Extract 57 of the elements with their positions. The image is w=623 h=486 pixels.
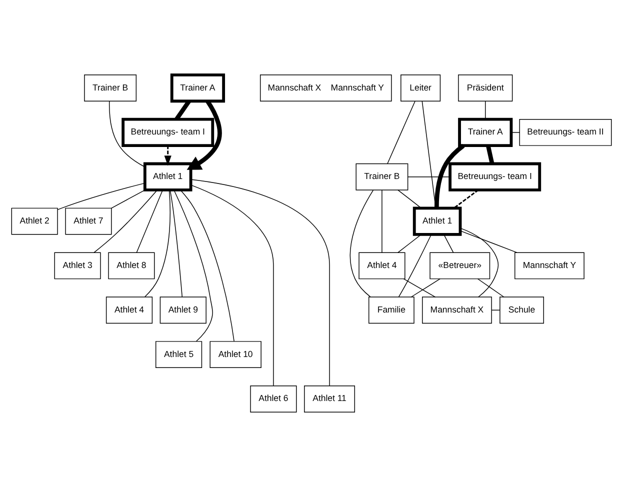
connector [190, 178, 330, 386]
node-box: «Betreuer» [430, 252, 490, 279]
connector [486, 144, 494, 164]
connector [460, 230, 518, 252]
connector [136, 189, 163, 252]
connector [460, 227, 499, 297]
node-box: Athlet 11 [304, 385, 356, 412]
node-box: Athlet 5 [155, 340, 202, 368]
node-box: Athlet 1 [412, 206, 462, 236]
node-box: Athlet 9 [160, 296, 206, 324]
node-box: Betreuungs- team II [519, 118, 612, 146]
node-box: Betreuungs- team I [448, 162, 542, 191]
connector [434, 143, 465, 208]
connector [398, 234, 422, 252]
node-box: Leiter [400, 74, 441, 101]
node-box: Trainer A [170, 72, 226, 102]
connector [477, 278, 504, 297]
node-box: Betreuungs- team I [122, 117, 214, 146]
connector [170, 189, 183, 297]
node-box: Trainer B [356, 162, 408, 190]
connector [94, 189, 158, 252]
node-box: Präsident [458, 74, 513, 101]
node-box: Mannschaft X [422, 296, 492, 324]
connector [408, 176, 450, 177]
connector [485, 100, 486, 120]
node-box: Familie [368, 296, 414, 324]
connector [403, 278, 436, 297]
node-box: Athlet 1 [143, 162, 192, 191]
connector [443, 234, 454, 252]
node-box: Trainer B [84, 74, 137, 101]
connector [387, 100, 416, 164]
node-box: Athlet 4 [358, 252, 406, 279]
node-box: Athlet 10 [210, 340, 262, 368]
connector [144, 189, 170, 297]
connector [174, 189, 213, 342]
connector [398, 189, 422, 208]
connector [111, 189, 146, 208]
connector [190, 184, 274, 386]
arrow [164, 145, 172, 166]
node-box: Athlet 8 [108, 252, 155, 279]
node-box: Athlet 6 [250, 385, 297, 412]
node-box: Mannschaft Y [514, 252, 584, 279]
connector [180, 189, 234, 342]
connector [453, 188, 479, 208]
connector [398, 234, 432, 297]
connector [350, 189, 374, 297]
node-box: Trainer A [458, 117, 513, 146]
arrow [186, 100, 222, 170]
node-box: Schule [500, 296, 544, 324]
connector [410, 278, 440, 297]
connector [108, 100, 146, 167]
node-box: Athlet 2 [11, 207, 58, 234]
node-box: Mannschaft X Mannschaft Y [260, 74, 392, 101]
node-box: Athlet 4 [106, 296, 153, 324]
connector [57, 182, 146, 210]
node-box: Athlet 7 [65, 207, 112, 234]
node-box: Athlet 3 [54, 252, 101, 279]
